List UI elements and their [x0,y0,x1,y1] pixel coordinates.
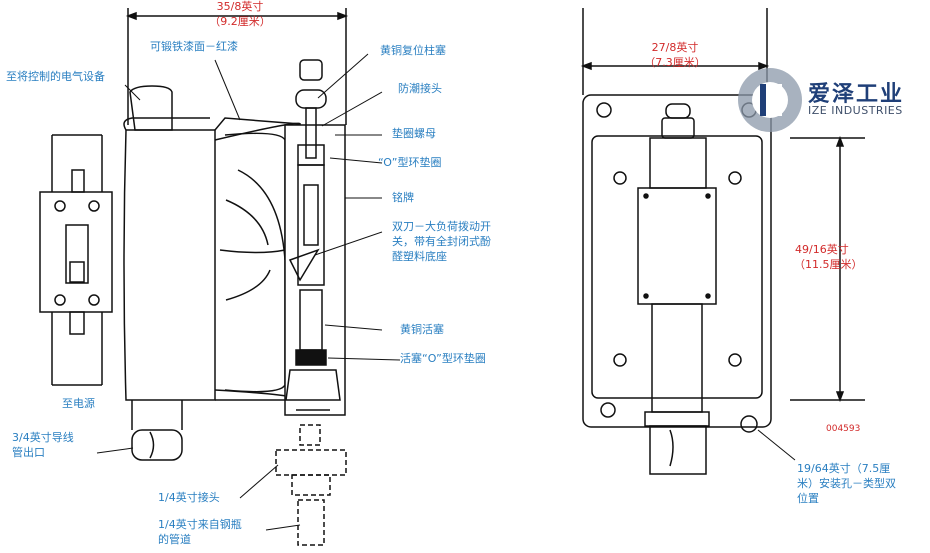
label-nameplate: 铭牌 [392,191,414,204]
toggle-switch-plate [39,134,113,386]
label-piston-o-ring: 活塞“O”型环垫圈 [400,352,486,365]
logo-chinese-name: 爱泽工业 [808,82,905,107]
right-height-dimension [790,135,865,403]
label-mounting-hole-2: 米）安装孔－类型双 [797,477,896,490]
label-mounting-hole-1: 19/64英寸（7.5厘 [797,462,891,475]
label-paint: 可锻铁漆面－红漆 [150,40,238,53]
left-width-dimension [125,8,349,125]
logo-english-name: IZE INDUSTRIES [808,104,903,117]
label-switch-2: 关，带有全封闭式酚 [392,235,491,248]
label-mounting-hole-3: 位置 [797,492,819,505]
label-moisture-fitting: 防潮接头 [398,82,442,95]
right-height-label-2: （11.5厘米） [794,258,863,271]
label-power: 至电源 [62,397,95,410]
label-piston: 黄铜活塞 [400,323,444,336]
mounting-plate [582,94,796,475]
label-reset-plunger: 黄铜复位柱塞 [380,44,446,57]
label-gasket-nut: 垫圈螺母 [392,127,436,140]
label-conduit-2: 管出口 [12,446,45,459]
label-pipe-2: 的管道 [158,533,191,546]
label-pipe-1: 1/4英寸来自钢瓶 [158,518,242,531]
switch-body [123,85,301,461]
label-switch-1: 双刀－大负荷拨动开 [392,220,491,233]
label-fitting: 1/4英寸接头 [158,491,220,504]
right-height-label-1: 49/16英寸 [795,243,849,256]
label-control-device: 至将控制的电气设备 [6,70,105,83]
label-o-ring: “O”型环垫圈 [378,156,442,169]
label-switch-3: 醛塑料底座 [392,250,447,263]
right-width-label-1: 27/8英寸 [651,41,699,54]
left-width-label-1: 35/8英寸 [216,0,264,13]
left-width-label-2: （9.2厘米） [209,15,271,28]
left-leader-lines [96,53,401,531]
label-conduit-1: 3/4英寸导线 [12,431,74,444]
figure-code: 004593 [826,424,861,434]
ize-logo-mark [738,68,802,132]
plunger-assembly [275,59,347,546]
right-width-label-2: （7.3厘米） [644,56,706,69]
